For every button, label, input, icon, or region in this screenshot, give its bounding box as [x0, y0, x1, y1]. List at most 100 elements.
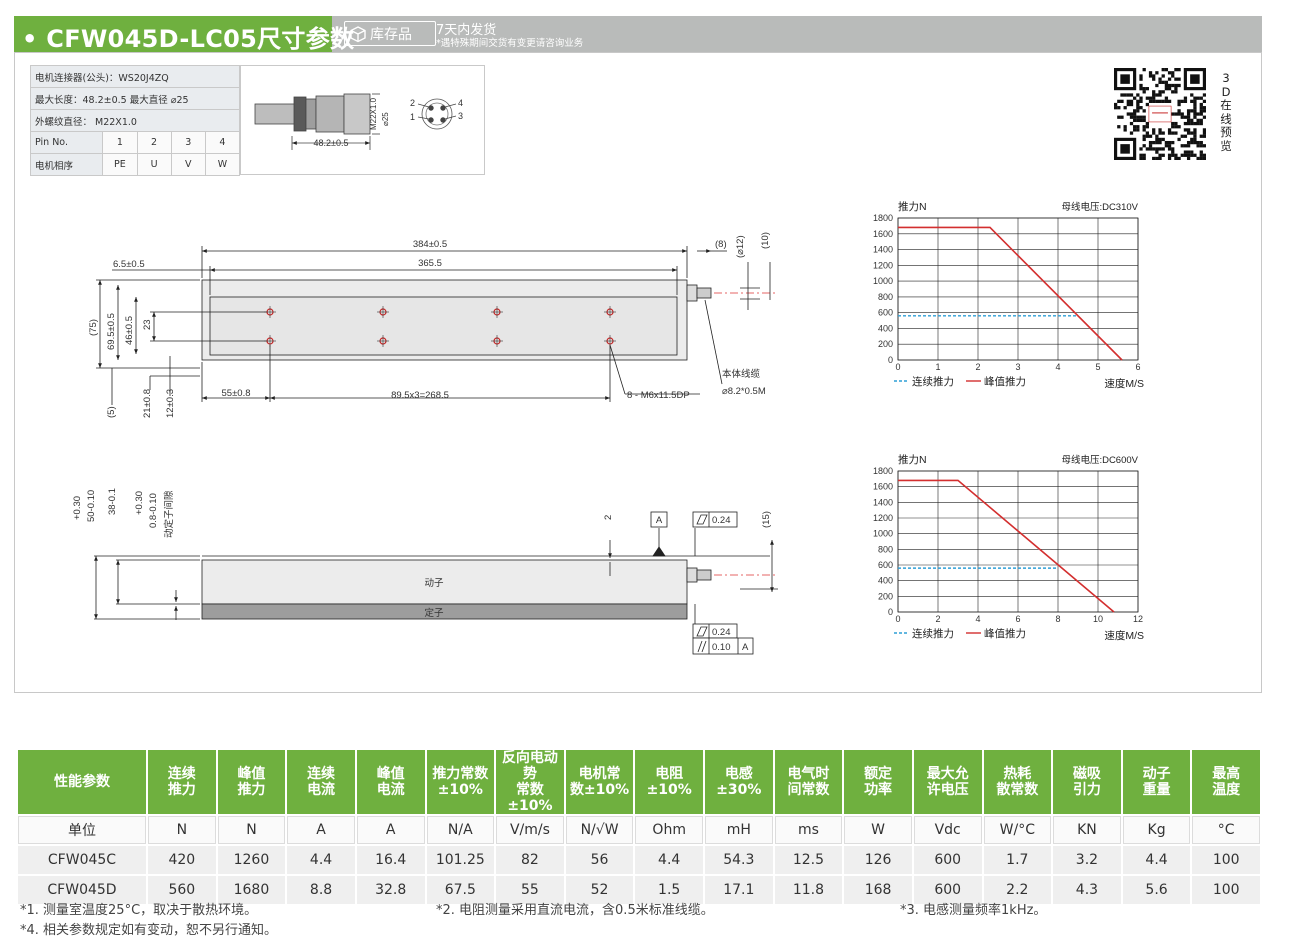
param-header: 推力常数±10% — [426, 750, 495, 814]
table-cell: 54.3 — [705, 846, 773, 874]
param-header: 最大允许电压 — [913, 750, 982, 814]
pin-number: 1 — [410, 112, 415, 122]
connector-thread: 外螺纹直径： M22X1.0 — [30, 109, 240, 132]
cable-label: 本体线缆 — [722, 368, 761, 380]
table-cell: W/°C — [983, 816, 1052, 844]
table-cell: 1680 — [217, 876, 286, 904]
pin-cell: 3 — [170, 131, 206, 154]
parallelism-ref: A — [742, 642, 749, 653]
note-2: *2. 电阻测量采用直流电流，含0.5米标准线缆。 — [436, 903, 714, 918]
pin-number: 4 — [458, 98, 463, 108]
table-cell: Ohm — [635, 816, 703, 844]
phase-label: 电机相序 — [29, 153, 104, 176]
param-header: 峰值推力 — [217, 750, 286, 814]
phase-cell: U — [136, 153, 172, 176]
parallelism: 0.10 — [712, 642, 731, 653]
y-tick-label: 800 — [878, 292, 893, 302]
dim-38: 38-0.1 — [107, 488, 118, 515]
x-tick-label: 10 — [1093, 614, 1103, 624]
connector-model: 电机连接器(公头)：WS20J4ZQ — [30, 65, 240, 88]
table-cell: A — [356, 816, 425, 844]
table-cell: N — [217, 816, 286, 844]
mounting-hole — [264, 335, 276, 347]
connector-length-dim: 48.2±0.5 — [314, 138, 349, 148]
pin-cell: 2 — [136, 131, 172, 154]
pin-cell: 4 — [204, 131, 241, 154]
y-tick-label: 200 — [878, 339, 893, 349]
dim-12: 12±0.3 — [165, 389, 176, 418]
y-tick-label: 1000 — [873, 529, 893, 539]
table-cell: 168 — [844, 876, 912, 904]
table-cell: 1.7 — [983, 846, 1052, 874]
table-cell: Vdc — [913, 816, 982, 844]
dim-69-5: 69.5±0.5 — [106, 313, 117, 350]
table-cell: 11.8 — [774, 876, 843, 904]
qr-code[interactable] — [1114, 68, 1206, 160]
dim-75: (75) — [88, 319, 99, 336]
param-header: 连续电流 — [287, 750, 355, 814]
param-header: 电感±30% — [705, 750, 773, 814]
motor-top-view — [96, 246, 775, 405]
table-cell: N — [148, 816, 216, 844]
mounting-holes — [264, 306, 616, 347]
x-tick-label: 2 — [935, 614, 940, 624]
param-header: 连续推力 — [148, 750, 216, 814]
x-axis-label: 速度M/S — [1104, 377, 1144, 390]
table-cell: 420 — [148, 846, 216, 874]
y-tick-label: 1600 — [873, 229, 893, 239]
table-cell: 32.8 — [356, 876, 425, 904]
dim-15: (15) — [761, 511, 772, 528]
table-cell: N/A — [426, 816, 495, 844]
param-header: 反向电动势常数±10% — [496, 750, 564, 814]
table-cell: ms — [774, 816, 843, 844]
shipping-note: *遇特殊期间交货有变更请咨询业务 — [436, 38, 584, 49]
y-tick-label: 1800 — [873, 466, 893, 476]
dim-21: 21±0.8 — [142, 389, 153, 418]
y-tick-label: 600 — [878, 560, 893, 570]
table-cell: KN — [1053, 816, 1121, 844]
x-tick-label: 0 — [895, 614, 900, 624]
table-cell: 56 — [565, 846, 634, 874]
mounting-hole — [491, 306, 503, 318]
table-cell: 4.4 — [287, 846, 355, 874]
dim-8: (8) — [715, 239, 727, 250]
dim-50-tol: +0.30 — [72, 496, 83, 520]
dim-total-length: 384±0.5 — [413, 239, 447, 250]
table-cell: Kg — [1122, 816, 1191, 844]
table-cell: W — [844, 816, 912, 844]
gap-label: 动定子间隙 — [163, 490, 175, 538]
stator-label: 定子 — [424, 607, 444, 619]
x-tick-label: 12 — [1133, 614, 1143, 624]
table-cell: 单位 — [18, 816, 146, 844]
x-tick-label: 6 — [1015, 614, 1020, 624]
dim-55: 55±0.8 — [222, 388, 251, 399]
dim-50: 50-0.10 — [86, 490, 97, 522]
param-header: 电气时间常数 — [774, 750, 843, 814]
x-tick-label: 8 — [1055, 614, 1060, 624]
table-cell: 4.3 — [1053, 876, 1121, 904]
mover-label: 动子 — [424, 578, 444, 589]
stock-badge: 库存品 — [344, 21, 436, 46]
x-tick-label: 6 — [1135, 362, 1140, 372]
table-cell: 100 — [1192, 846, 1260, 874]
param-header: 最高温度 — [1192, 750, 1260, 814]
y-tick-label: 0 — [888, 607, 893, 617]
param-header: 峰值电流 — [356, 750, 425, 814]
motor-side-view — [94, 511, 778, 655]
stock-label: 库存品 — [370, 26, 412, 43]
mounting-hole — [491, 335, 503, 347]
x-tick-label: 2 — [975, 362, 980, 372]
table-cell: 4.4 — [635, 846, 703, 874]
mounting-hole — [377, 335, 389, 347]
mounting-hole — [377, 306, 389, 318]
table-cell: 67.5 — [426, 876, 495, 904]
mounting-hole — [604, 335, 616, 347]
package-icon — [350, 25, 366, 42]
mounting-hole — [264, 306, 276, 318]
shipping-time: 7天内发货 — [436, 23, 497, 38]
connector-diameter-dim: ⌀25 — [381, 112, 390, 126]
phase-cell: V — [170, 153, 206, 176]
